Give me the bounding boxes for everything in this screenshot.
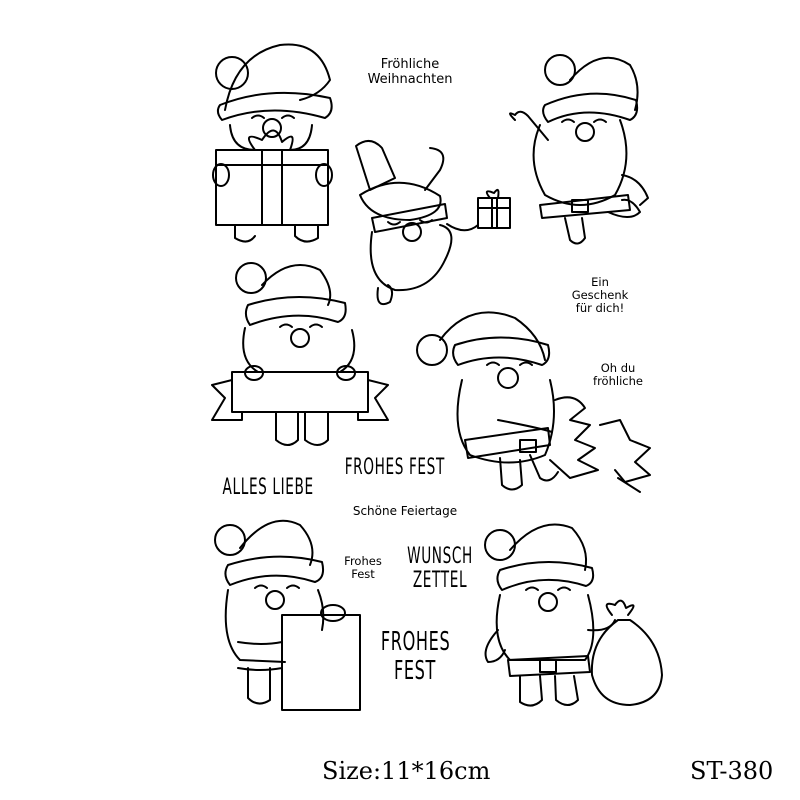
santa-upside-down-stamp [355, 140, 511, 306]
phrase-alles-liebe: ALLES LIEBE [222, 475, 314, 500]
santa-with-sack-stamp [484, 523, 663, 707]
santa-with-sign-stamp [214, 519, 361, 711]
santa-waving-stamp [509, 54, 649, 245]
phrase-line: FEST [393, 655, 437, 686]
size-label: Size:11*16cm [322, 757, 491, 785]
phrase-line: FROHES [380, 627, 451, 657]
phrase-frohes-fest-small: Frohes Fest [333, 554, 393, 582]
phrase-line: ZETTEL [412, 568, 468, 594]
phrase-line: Frohes [344, 554, 382, 568]
phrase-froehliche-weihnachten: Fröhliche Weihnachten [340, 57, 480, 88]
phrase-line: für dich! [575, 301, 625, 316]
santa-with-tree-stamp [416, 311, 651, 493]
phrase-line: Fest [351, 567, 375, 582]
phrase-line: Fröhliche [380, 57, 440, 72]
phrase-line: Ein [591, 275, 609, 289]
phrase-line: WUNSCH [407, 544, 473, 569]
phrase-line: Geschenk [571, 288, 629, 303]
santa-with-banner-stamp [211, 262, 389, 446]
phrase-frohes-fest-top: FROHES FEST [344, 455, 445, 480]
phrase-line: Oh du [600, 361, 636, 375]
phrase-line: fröhliche [593, 374, 643, 389]
phrase-schoene-feiertage: Schöne Feiertage [352, 504, 458, 518]
phrase-wunsch-zettel: WUNSCH ZETTEL [406, 544, 474, 594]
santa-with-gift-stamp [212, 43, 333, 243]
phrase-ein-geschenk: Ein Geschenk für dich! [555, 275, 645, 316]
phrase-frohes-fest-bottom: FROHES FEST [380, 627, 451, 686]
product-code: ST-380 [690, 757, 774, 785]
phrase-line: Weihnachten [367, 71, 453, 87]
phrase-oh-du-froehliche: Oh du fröhliche [578, 361, 658, 389]
